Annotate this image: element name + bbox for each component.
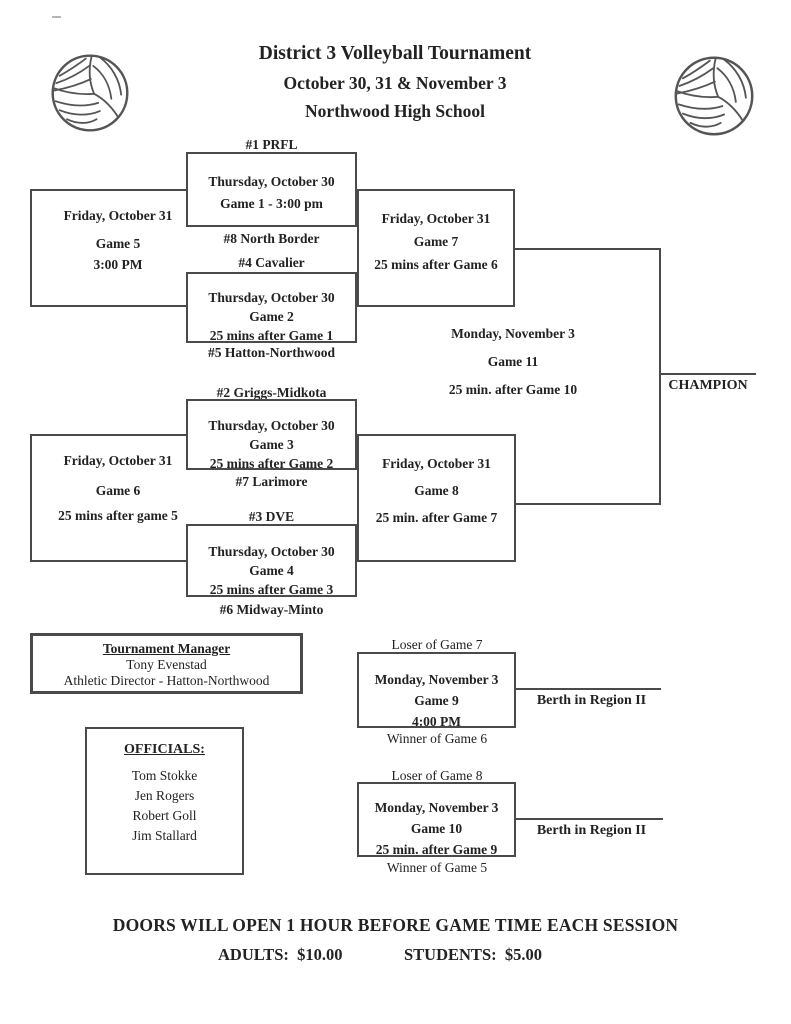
seed-label-1: #1 PRFL [245,137,298,152]
officials-box: OFFICIALS: Tom Stokke Jen Rogers Robert … [85,727,244,875]
game9-name: Game 9 [414,693,459,708]
game8-date: Friday, October 31 [382,456,491,471]
volleyball-icon [47,52,133,134]
berth-label: Berth in Region II [536,693,647,708]
champion-line [659,373,756,375]
game3-name: Game 3 [249,437,294,452]
bracket-line [513,248,661,250]
game2-box: Thursday, October 30 Game 2 25 mins afte… [186,272,357,343]
game7-name: Game 7 [413,234,459,249]
berth-line [514,688,661,690]
bracket-line [30,189,188,191]
tournament-manager-heading: Tournament Manager [102,641,231,656]
game10-box: Monday, November 3 Game 10 25 min. after… [357,782,516,857]
seed-label-2: #2 Griggs-Midkota [216,385,327,400]
game9-bottom-label: Winner of Game 6 [386,731,488,746]
game4-date: Thursday, October 30 [208,544,335,559]
scan-artifact-mark [52,16,61,18]
seed-label-4: #4 Cavalier [238,255,305,270]
seed-label-6: #6 Midway-Minto [219,602,324,617]
seed-label-3: #3 DVE [248,509,295,524]
game4-name: Game 4 [249,563,294,578]
game5-name: Game 5 [95,236,141,251]
bracket-line [30,434,32,562]
game7-time: 25 mins after Game 6 [374,257,498,272]
game6-name: Game 6 [95,483,141,498]
tournament-manager-name: Tony Evenstad [126,657,207,672]
volleyball-icon [668,54,760,138]
adults-price: ADULTS: $10.00 [218,945,343,964]
officials-heading: OFFICIALS: [124,742,205,757]
game11-name: Game 11 [487,354,539,369]
game5-time: 3:00 PM [93,257,143,272]
tournament-venue: Northwood High School [305,101,485,121]
game10-date: Monday, November 3 [374,800,499,815]
bracket-line [659,248,661,505]
game2-date: Thursday, October 30 [208,290,335,305]
bracket-line [30,189,32,307]
game10-name: Game 10 [410,821,463,836]
berth-line [514,818,663,820]
game1-time: Game 1 - 3:00 pm [220,196,323,211]
page-title: District 3 Volleyball Tournament [258,43,532,64]
game1-box: Thursday, October 30 Game 1 - 3:00 pm [186,152,357,227]
bracket-line [30,305,188,307]
tournament-manager-box: Tournament Manager Tony Evenstad Athleti… [30,633,303,694]
game10-time: 25 min. after Game 9 [375,842,498,857]
tournament-manager-role: Athletic Director - Hatton-Northwood [63,673,270,688]
game2-name: Game 2 [249,309,294,324]
game10-top-label: Loser of Game 8 [391,768,483,783]
game5-date: Friday, October 31 [63,208,173,223]
official-name: Jim Stallard [132,828,197,843]
game2-time: 25 mins after Game 1 [209,328,334,343]
game11-time: 25 min. after Game 10 [448,382,578,397]
seed-label-8: #8 North Border [223,231,320,246]
students-price: STUDENTS: $5.00 [404,945,542,964]
official-name: Tom Stokke [131,768,198,783]
game8-time: 25 min. after Game 7 [375,510,498,525]
game9-box: Monday, November 3 Game 9 4:00 PM [357,652,516,729]
game7-box: Friday, October 31 Game 7 25 mins after … [357,189,515,307]
game6-date: Friday, October 31 [63,453,173,468]
official-name: Jen Rogers [134,788,195,803]
game9-time: 4:00 PM [411,714,462,729]
game9-date: Monday, November 3 [374,672,499,687]
champion-label: CHAMPION [668,378,748,393]
game4-box: Thursday, October 30 Game 4 25 mins afte… [186,524,357,597]
seed-label-7: #7 Larimore [235,474,308,489]
bracket-line [514,503,661,505]
game6-time: 25 mins after game 5 [58,508,178,523]
game8-name: Game 8 [414,483,459,498]
game8-box: Friday, October 31 Game 8 25 min. after … [357,434,516,562]
game11-date: Monday, November 3 [451,326,575,341]
game9-top-label: Loser of Game 7 [391,637,483,652]
doors-notice: DOORS WILL OPEN 1 HOUR BEFORE GAME TIME … [112,915,679,935]
game3-box: Thursday, October 30 Game 3 25 mins afte… [186,399,357,471]
bracket-line [30,434,188,436]
game1-date: Thursday, October 30 [208,174,335,189]
game7-date: Friday, October 31 [381,211,491,226]
game3-date: Thursday, October 30 [208,418,335,433]
seed-label-5: #5 Hatton-Northwood [207,345,336,360]
bracket-line [30,560,188,562]
berth-label: Berth in Region II [536,823,647,838]
tournament-dates: October 30, 31 & November 3 [283,73,507,93]
game4-time: 25 mins after Game 3 [209,582,334,597]
official-name: Robert Goll [132,808,197,823]
game10-bottom-label: Winner of Game 5 [386,860,488,875]
title-block: District 3 Volleyball Tournament October… [115,42,675,122]
game3-time: 25 mins after Game 2 [209,456,334,471]
